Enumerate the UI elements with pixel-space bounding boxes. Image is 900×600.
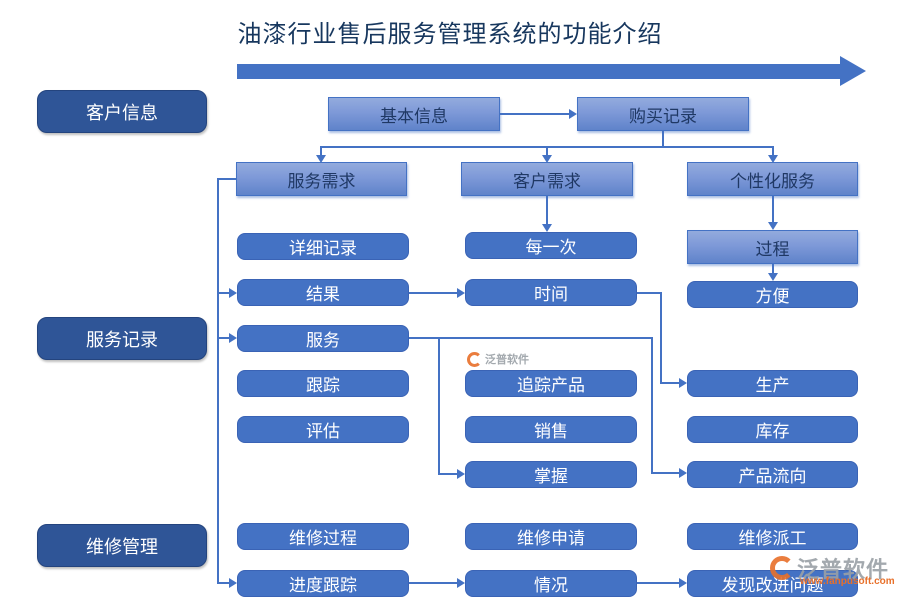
connector-rail-top xyxy=(217,178,236,180)
connector-rail xyxy=(217,178,219,584)
arrowhead-icon xyxy=(229,333,237,343)
connector-rail-result xyxy=(217,292,230,294)
arrowhead-icon xyxy=(457,288,465,298)
arrowhead-icon xyxy=(229,288,237,298)
node-repair-process: 维修过程 xyxy=(237,523,409,550)
node-production: 生产 xyxy=(687,370,858,397)
node-repair-dispatch: 维修派工 xyxy=(687,523,858,550)
node-sales: 销售 xyxy=(465,416,637,443)
arrowhead-icon xyxy=(679,468,687,478)
connector-to-service-demand xyxy=(320,146,322,156)
connector-service-h xyxy=(409,337,653,339)
connector-time-production xyxy=(660,382,680,384)
connector-service-grasp-v xyxy=(438,337,440,474)
timeline-arrow-body xyxy=(237,64,840,79)
node-service: 服务 xyxy=(237,325,409,352)
node-progress-tracking: 进度跟踪 xyxy=(237,570,409,597)
arrowhead-icon xyxy=(768,222,778,230)
arrowhead-icon xyxy=(768,273,778,281)
node-inventory: 库存 xyxy=(687,416,858,443)
connector-time-elbow-h xyxy=(637,292,662,294)
sidebar-item-customer-info: 客户信息 xyxy=(37,90,207,133)
page-title: 油漆行业售后服务管理系统的功能介绍 xyxy=(237,22,663,48)
node-every-time: 每一次 xyxy=(465,232,637,259)
connector-rail-progress xyxy=(217,582,230,584)
connector-situation-find xyxy=(637,582,680,584)
node-customer-demand: 客户需求 xyxy=(461,162,633,196)
connector-to-customer-demand xyxy=(546,146,548,156)
node-product-flow: 产品流向 xyxy=(687,461,858,488)
node-repair-request: 维修申请 xyxy=(465,523,637,550)
connector-result-time xyxy=(409,292,458,294)
connector-to-personalized xyxy=(772,146,774,156)
sidebar-item-service-record: 服务记录 xyxy=(37,317,207,360)
node-track: 跟踪 xyxy=(237,370,409,397)
arrowhead-icon xyxy=(457,469,465,479)
watermark-logo-icon xyxy=(467,351,482,367)
node-service-demand: 服务需求 xyxy=(236,162,407,196)
node-situation: 情况 xyxy=(465,570,637,597)
node-detailed-record: 详细记录 xyxy=(237,233,409,260)
connector-progress-situation xyxy=(409,582,458,584)
node-personalized-service: 个性化服务 xyxy=(687,162,858,196)
arrowhead-icon xyxy=(679,578,687,588)
connector-basicinfo-purchase xyxy=(500,113,570,115)
arrowhead-icon xyxy=(542,224,552,232)
node-track-product: 追踪产品 xyxy=(465,370,637,397)
connector-customerdemand-everytime xyxy=(546,196,548,224)
arrowhead-icon xyxy=(768,155,778,163)
connector-service-flow-h xyxy=(651,472,680,474)
watermark-brand: 泛普软件 xyxy=(797,557,890,582)
arrowhead-icon xyxy=(229,578,237,588)
watermark-url: www.fanpusoft.com xyxy=(800,576,895,587)
watermark-corner: 泛普软件 xyxy=(770,552,889,584)
arrowhead-icon xyxy=(316,155,326,163)
arrowhead-icon xyxy=(457,578,465,588)
connector-process-convenient xyxy=(772,264,774,274)
sidebar-item-repair-management: 维修管理 xyxy=(37,524,207,567)
watermark-center: 泛普软件 xyxy=(467,351,529,367)
arrowhead-icon xyxy=(569,109,577,119)
arrowhead-icon xyxy=(542,155,552,163)
node-purchase-record: 购买记录 xyxy=(577,97,749,131)
node-process: 过程 xyxy=(687,230,858,264)
timeline-arrow-head-icon xyxy=(840,56,866,86)
connector-rail-service xyxy=(217,337,230,339)
node-convenient: 方便 xyxy=(687,281,858,308)
node-result: 结果 xyxy=(237,279,409,306)
node-basic-info: 基本信息 xyxy=(328,97,500,131)
connector-purchase-drop xyxy=(662,131,664,147)
connector-service-grasp-h xyxy=(438,473,458,475)
connector-service-flow-v xyxy=(651,337,653,473)
connector-personalized-process xyxy=(772,196,774,222)
watermark-logo-icon xyxy=(770,556,794,580)
node-evaluate: 评估 xyxy=(237,416,409,443)
watermark-brand: 泛普软件 xyxy=(485,354,529,366)
node-time: 时间 xyxy=(465,279,637,306)
connector-time-elbow-v xyxy=(660,292,662,383)
arrowhead-icon xyxy=(679,378,687,388)
node-grasp: 掌握 xyxy=(465,461,637,488)
